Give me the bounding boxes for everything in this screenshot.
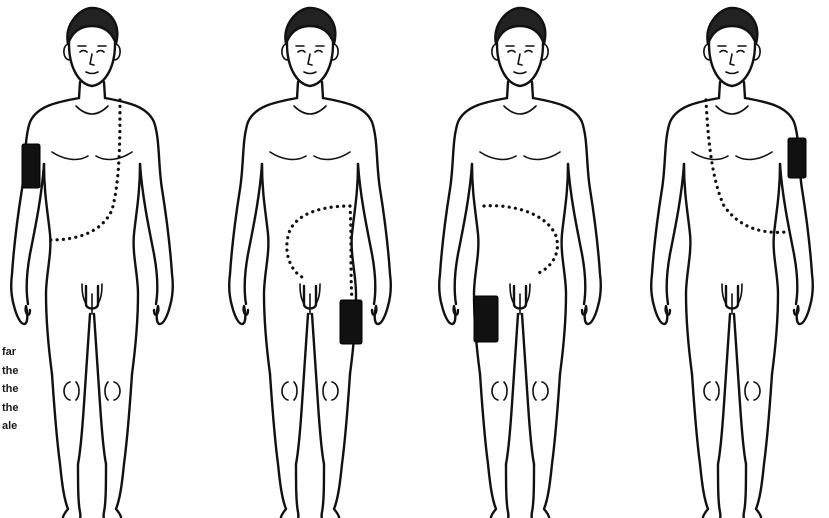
- tunnel-route: [706, 100, 786, 232]
- figure-2: [229, 8, 391, 518]
- dark-patch: [22, 144, 40, 188]
- dark-patch: [788, 138, 806, 178]
- figure-4: [651, 8, 813, 518]
- dark-patch: [340, 300, 362, 344]
- tunnel-route: [50, 100, 120, 240]
- figure-3: [439, 8, 601, 518]
- tunnel-route: [484, 206, 557, 274]
- dark-patch: [474, 296, 498, 342]
- figure-1: [11, 8, 173, 518]
